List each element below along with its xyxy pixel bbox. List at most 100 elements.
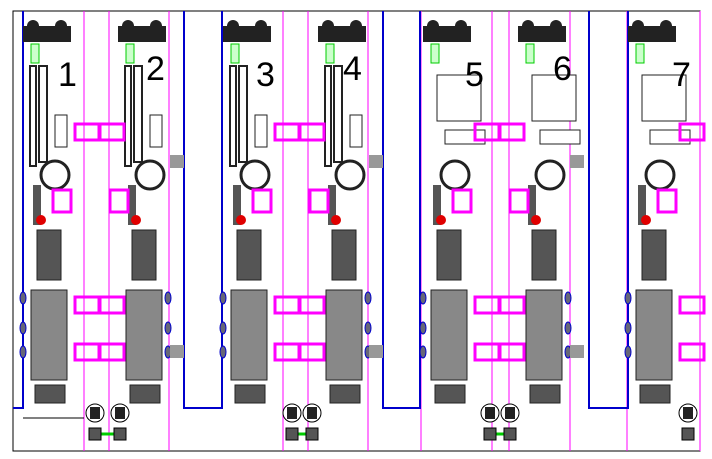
magenta-robot	[73, 295, 101, 315]
magenta-robot	[498, 122, 526, 142]
conveyor-rack	[133, 65, 143, 163]
assembly-unit	[635, 289, 673, 381]
side-unit	[528, 185, 536, 225]
header-dome	[522, 20, 534, 32]
rotary-table	[644, 159, 676, 191]
station-roller	[164, 291, 172, 305]
magenta-robot	[473, 295, 501, 315]
red-marker	[641, 215, 651, 225]
side-unit	[128, 185, 136, 225]
hopper-box	[436, 74, 482, 122]
magenta-robot	[51, 188, 73, 214]
hopper-box	[531, 74, 577, 122]
rotary-table	[134, 159, 166, 191]
header-dome	[660, 20, 672, 32]
press-unit	[641, 229, 667, 281]
station-roller	[624, 345, 632, 359]
bottom-feeder	[681, 427, 695, 441]
bottom-feeder	[113, 427, 127, 441]
header-dome	[632, 20, 644, 32]
green-chute	[525, 43, 535, 64]
station-roller	[564, 321, 572, 335]
conveyor-rack	[238, 65, 248, 163]
magenta-robot	[273, 295, 301, 315]
assembly-unit	[525, 289, 563, 381]
station-roller	[624, 291, 632, 305]
magenta-robot	[251, 188, 273, 214]
side-unit	[328, 185, 336, 225]
output-unit	[529, 384, 561, 404]
side-unit	[433, 185, 441, 225]
conveyor-rack	[229, 65, 237, 167]
bottom-station-core	[485, 407, 495, 419]
station-roller	[19, 321, 27, 335]
assembly-unit	[230, 289, 268, 381]
assembly-unit	[125, 289, 163, 381]
red-marker	[436, 215, 446, 225]
magenta-robot	[73, 342, 101, 362]
press-unit	[531, 229, 557, 281]
green-chute	[635, 43, 645, 64]
bottom-feeder	[503, 427, 517, 441]
header-dome	[122, 20, 134, 32]
station-roller	[364, 291, 372, 305]
gray-block	[369, 345, 383, 358]
magenta-robot	[508, 188, 530, 214]
rotary-table	[39, 159, 71, 191]
station-roller	[219, 321, 227, 335]
blue-wall	[382, 11, 421, 409]
magenta-robot	[308, 188, 330, 214]
magenta-robot	[656, 188, 678, 214]
station-roller	[364, 321, 372, 335]
magenta-robot	[273, 122, 301, 142]
line-number-2: 2	[146, 50, 165, 88]
gray-block	[369, 155, 383, 168]
header-dome	[455, 20, 467, 32]
assembly-unit	[430, 289, 468, 381]
bottom-feeder	[305, 427, 319, 441]
rotary-table	[239, 159, 271, 191]
station-roller	[164, 321, 172, 335]
assembly-unit	[30, 289, 68, 381]
magenta-robot	[473, 342, 501, 362]
rotary-table	[534, 159, 566, 191]
blue-wall	[183, 11, 223, 409]
red-marker	[531, 215, 541, 225]
magenta-robot	[298, 342, 326, 362]
magenta-robot	[98, 342, 126, 362]
gray-block	[570, 345, 584, 358]
feeder	[444, 129, 486, 145]
conveyor-rack	[124, 65, 132, 167]
station-roller	[564, 291, 572, 305]
output-unit	[639, 384, 671, 404]
station-roller	[19, 291, 27, 305]
blue-wall	[588, 11, 629, 409]
cabinet	[254, 114, 268, 148]
press-unit	[131, 229, 157, 281]
blue-wall	[13, 11, 24, 409]
header-dome	[55, 20, 67, 32]
line-number-6: 6	[553, 50, 572, 88]
magenta-robot	[678, 122, 706, 142]
output-unit	[34, 384, 66, 404]
magenta-robot	[298, 295, 326, 315]
header-dome	[27, 20, 39, 32]
output-unit	[434, 384, 466, 404]
conveyor-rack	[38, 65, 48, 163]
press-unit	[436, 229, 462, 281]
header-dome	[322, 20, 334, 32]
bottom-station-core	[115, 407, 125, 419]
rotary-table	[439, 159, 471, 191]
output-unit	[329, 384, 361, 404]
green-chute	[430, 43, 440, 64]
side-unit	[33, 185, 41, 225]
magenta-robot	[98, 295, 126, 315]
magenta-robot	[108, 188, 130, 214]
cabinet	[54, 114, 68, 148]
station-roller	[419, 345, 427, 359]
magenta-robot	[678, 295, 706, 315]
green-chute	[30, 43, 40, 64]
press-unit	[36, 229, 62, 281]
rotary-table	[334, 159, 366, 191]
